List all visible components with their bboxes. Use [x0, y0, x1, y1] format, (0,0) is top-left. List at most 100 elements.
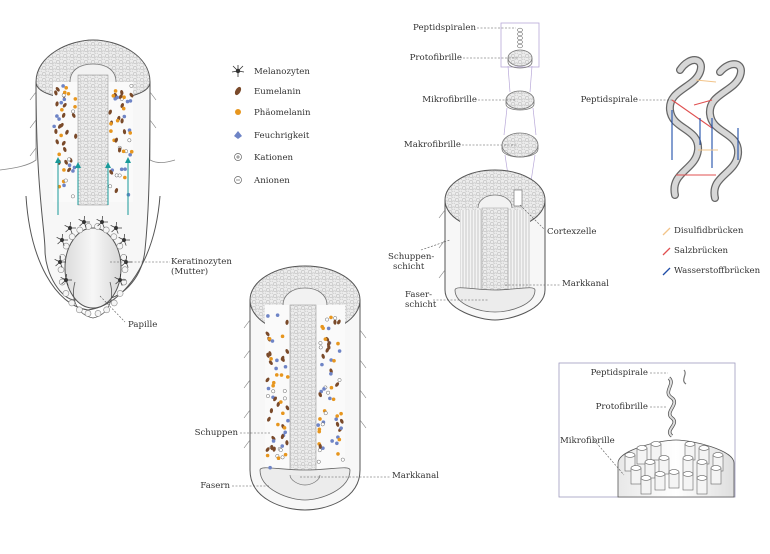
ion-dot — [271, 389, 276, 394]
eumelanin-granule — [118, 94, 123, 99]
moisture-drop — [319, 389, 324, 394]
eumelanin-granule — [129, 92, 134, 98]
eumelanin-granule — [281, 356, 285, 362]
eumelanin-granule — [285, 440, 289, 446]
eumelanin-granule — [120, 102, 125, 108]
ion-dot — [265, 394, 270, 399]
ion-dot — [323, 411, 328, 416]
fiber-hierarchy — [438, 22, 546, 321]
legend-melanocytes: Melanozyten — [254, 67, 310, 77]
phaeomelanin-granule — [317, 427, 322, 432]
keratinocyte-cell — [121, 266, 129, 273]
ion-dot — [325, 317, 330, 322]
eumelanin-granule — [74, 133, 78, 139]
ion-dot — [127, 138, 132, 143]
melanocyte — [96, 215, 108, 228]
eumelanin-granule — [339, 418, 344, 424]
eumelanin-granule — [321, 353, 325, 359]
moisture-drop — [316, 423, 321, 427]
ion-dot — [280, 455, 285, 460]
moisture-drop — [270, 339, 275, 343]
eumelanin-granule — [65, 129, 69, 135]
eumelanin-granule — [337, 319, 341, 325]
protofibril-tube — [650, 441, 662, 461]
moisture-drop — [286, 418, 290, 423]
eumelanin-granule — [285, 319, 289, 325]
ion-dot — [340, 457, 345, 462]
eumelanin-granule — [62, 102, 67, 108]
label-scales: Schuppen — [194, 428, 238, 438]
protofibril-tube — [696, 459, 708, 479]
eumelanin-granule — [285, 349, 290, 354]
label-cortex-cell: Cortexzelle — [547, 227, 597, 237]
protofibril-tube — [668, 469, 680, 489]
label-medulla-top: Markkanal — [562, 279, 609, 289]
phaeomelanin-granule — [285, 375, 290, 379]
eumelanin-granule — [285, 405, 290, 411]
phaeomelanin-granule — [282, 426, 287, 430]
label-fiber-layer-2: schicht — [405, 300, 437, 310]
phaeomelanin-granule — [113, 89, 118, 93]
phaeomelanin-granule — [281, 411, 285, 416]
moisture-drop — [128, 99, 133, 103]
protofibril-tube — [682, 471, 694, 491]
peptide-spiral-model — [666, 56, 745, 202]
melanocyte — [60, 273, 72, 286]
keratinocyte-cell — [62, 242, 70, 250]
label-cuticle-layer: Schuppen- — [388, 252, 435, 262]
protofibril-tube — [636, 445, 648, 465]
phaeomelanin-granule — [280, 334, 285, 339]
moisture-drop — [268, 465, 272, 470]
phaeomelanin-granule — [283, 452, 288, 457]
keratinocyte-cell — [62, 290, 70, 297]
moisture-drop — [337, 349, 342, 353]
bond-swatch — [662, 247, 671, 256]
legend-salt: Salzbrücken — [674, 246, 729, 256]
eumelanin-granule — [120, 118, 124, 124]
phaeomelanin-granule — [336, 341, 340, 346]
moisture-drop — [271, 439, 276, 443]
phaeomelanin-granule — [271, 383, 275, 388]
label-microfibril: Mikrofibrille — [422, 95, 477, 105]
moisture-drop — [330, 439, 334, 443]
phaeomelanin-granule — [269, 357, 273, 361]
moisture-drop — [122, 114, 127, 119]
moisture-drop — [275, 313, 280, 317]
eumelanin-granule — [265, 447, 270, 452]
moisture-drop — [62, 183, 66, 188]
moisture-drop — [326, 326, 331, 331]
eumelanin-granule — [114, 137, 118, 143]
eumelanin-granule — [280, 434, 285, 440]
moisture-drop — [283, 430, 288, 435]
eumelanin-granule — [67, 167, 72, 173]
phaeomelanin-granule — [336, 452, 340, 456]
ion-dot — [337, 378, 342, 383]
keratinocyte-cell — [116, 242, 124, 250]
moisture-drop — [329, 371, 333, 376]
phaeomelanin-granule — [121, 106, 126, 111]
ion-dot — [278, 448, 283, 452]
moisture-drop — [280, 444, 285, 448]
keratinocyte-cell — [102, 226, 110, 234]
bond-swatch — [662, 227, 671, 236]
label-detail-microfibril: Mikrofibrille — [560, 436, 615, 446]
moisture-drop — [71, 169, 75, 173]
eumelanin-granule — [108, 109, 112, 115]
cation-icon — [234, 153, 242, 161]
phaeomelanin-granule — [59, 133, 63, 138]
ion-dot — [282, 389, 287, 393]
bond-swatch — [662, 267, 671, 276]
moisture-drop — [266, 314, 270, 318]
phaeomelanin-granule — [109, 121, 113, 126]
moisture-drop — [55, 114, 59, 118]
protofibril-tube — [682, 455, 694, 475]
ion-dot — [108, 184, 113, 189]
phaeomelanin-granule — [62, 90, 67, 95]
ion-dot — [317, 448, 322, 453]
eumelanin-granule — [268, 351, 272, 357]
melanocyte — [54, 255, 66, 268]
moisture-drop — [321, 446, 325, 450]
phaeomelanin-granule — [318, 417, 322, 421]
legend-hydrogen: Wasserstoffbrücken — [674, 266, 761, 276]
keratinocyte-cell — [57, 266, 65, 273]
